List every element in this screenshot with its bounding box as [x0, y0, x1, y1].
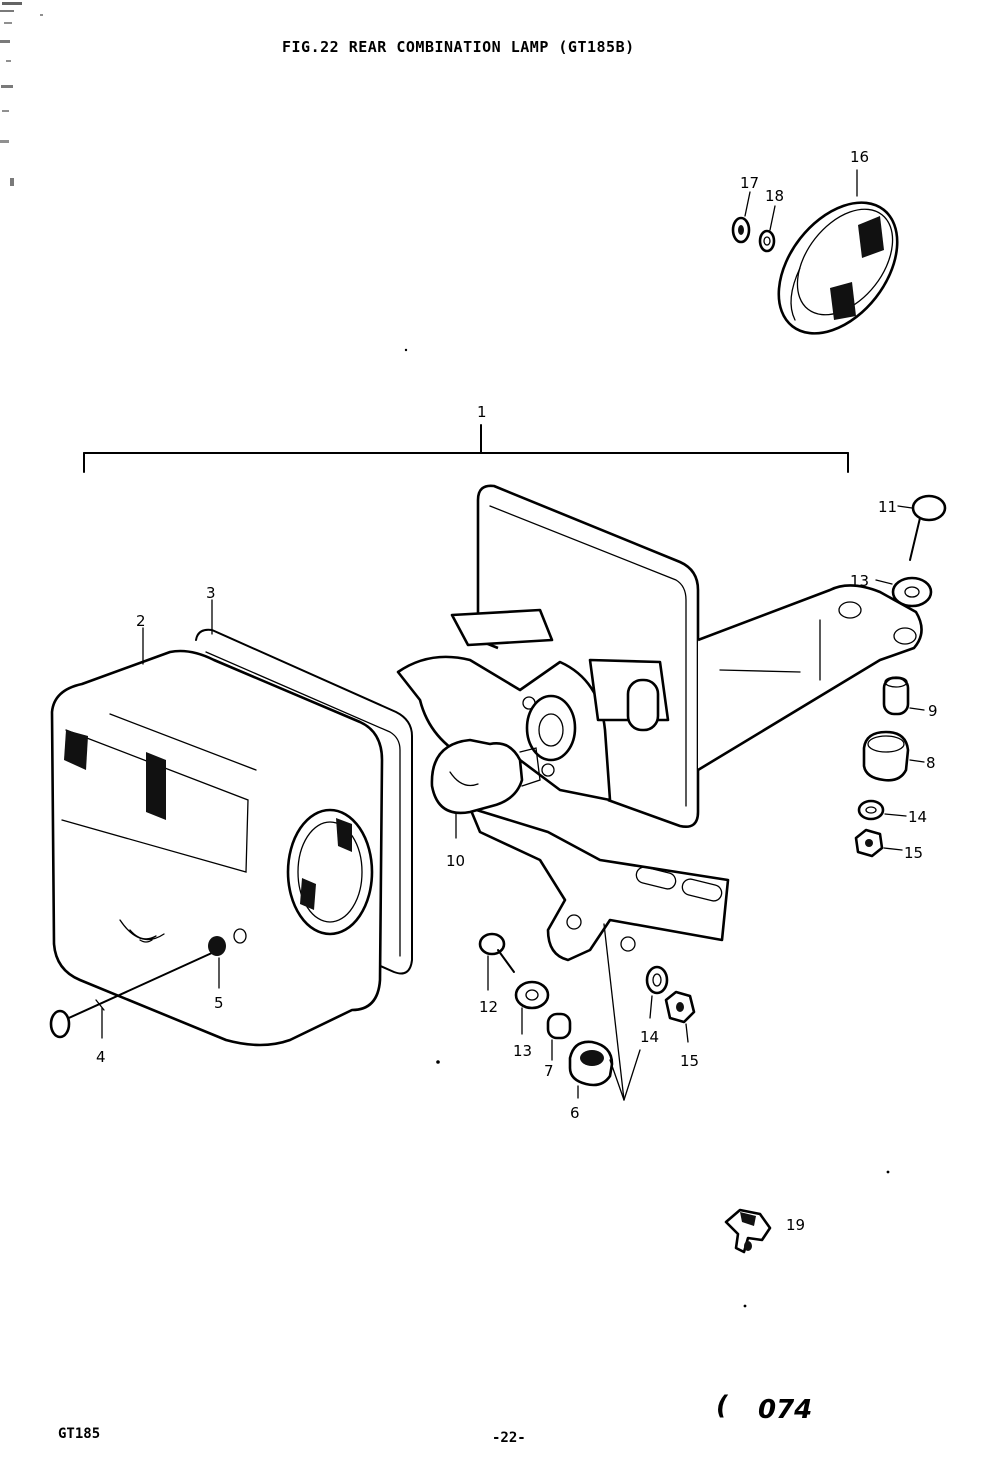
- leader-lines-top: [744, 169, 858, 231]
- callout-14b: 14: [640, 1028, 659, 1046]
- lens-part-2: [50, 649, 384, 1047]
- figure-title: FIG.22 REAR COMBINATION LAMP (GT185B): [282, 38, 635, 56]
- arm-bracket: [697, 584, 923, 772]
- callout-15a: 15: [904, 844, 923, 862]
- nut-part-15-lower: [664, 990, 696, 1043]
- plate-light-bracket: [468, 806, 730, 962]
- callout-9: 9: [928, 702, 938, 720]
- callout-2: 2: [136, 612, 146, 630]
- callout-4: 4: [96, 1048, 106, 1066]
- washer-part-18: [758, 229, 776, 253]
- bolt-part-12: [478, 932, 515, 991]
- figure-code: 074: [758, 1395, 812, 1425]
- spacer-part-9: [882, 676, 925, 716]
- scan-noise: [0, 2, 43, 186]
- cushion-part-6: [568, 1040, 614, 1099]
- nut-part-17: [731, 216, 751, 244]
- model-label: GT185: [58, 1426, 100, 1442]
- callout-8: 8: [926, 754, 936, 772]
- lamp-housing-bracket: [396, 608, 670, 802]
- callout-17: 17: [740, 174, 759, 192]
- grommet-part-5: [208, 928, 247, 989]
- scan-dot: [743, 1304, 747, 1308]
- bulb-part-10: [430, 738, 541, 839]
- callout-7: 7: [544, 1062, 554, 1080]
- reflector-part-16: [777, 201, 899, 335]
- license-plate-frame: [476, 484, 700, 828]
- callout-13b: 13: [513, 1042, 532, 1060]
- code-prefix: (: [716, 1391, 729, 1421]
- callout-6: 6: [570, 1104, 580, 1122]
- washer-part-13-lower: [514, 980, 550, 1035]
- callout-3: 3: [206, 584, 216, 602]
- gasket-part-3: [195, 628, 413, 975]
- scan-dot: [886, 1170, 890, 1174]
- callout-1: 1: [477, 403, 487, 421]
- callout-14a: 14: [908, 808, 927, 826]
- callout-5: 5: [214, 994, 224, 1012]
- nut-part-15-right: [854, 828, 903, 858]
- washer-part-13-right: [875, 576, 933, 608]
- callout-10: 10: [446, 852, 465, 870]
- callout-12: 12: [479, 998, 498, 1016]
- cushion-part-8: [862, 730, 925, 782]
- assembly-bracket-1: [83, 424, 849, 473]
- callout-11: 11: [878, 498, 897, 516]
- page-number: -22-: [492, 1430, 526, 1446]
- callout-19: 19: [786, 1216, 805, 1234]
- washer-part-14-lower: [645, 965, 669, 1019]
- bolt-part-11: [897, 494, 947, 561]
- callout-15b: 15: [680, 1052, 699, 1070]
- callout-18: 18: [765, 187, 784, 205]
- clamp-part-19: [724, 1208, 772, 1254]
- callout-13a: 13: [850, 572, 869, 590]
- scan-dot: [436, 1060, 440, 1064]
- callout-16: 16: [850, 148, 869, 166]
- scan-dot: [404, 348, 408, 352]
- screw-part-4: [49, 951, 215, 1039]
- assembly-leader-lines: [603, 923, 641, 1101]
- washer-part-14-right: [857, 799, 907, 821]
- spacer-part-7: [546, 1012, 572, 1061]
